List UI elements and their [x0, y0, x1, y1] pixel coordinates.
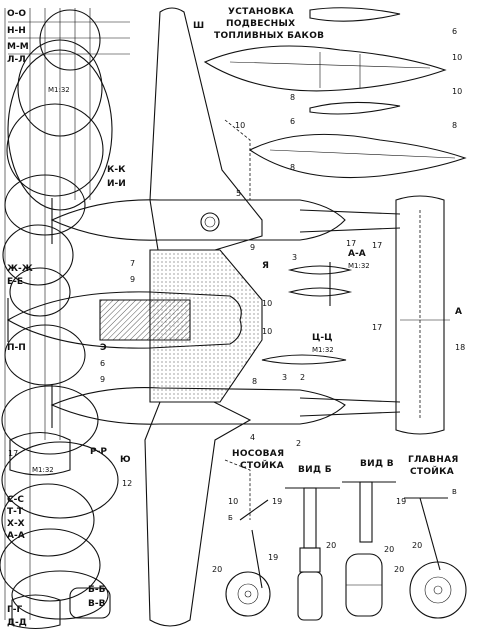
- section-aa-profile: А-А М1:32 Ц-Ц М1:32 17: [261, 239, 370, 365]
- marker-label: Я: [262, 261, 269, 271]
- nose-gear-drawing: НОСОВАЯ СТОЙКА Б 20 19 19: [212, 449, 284, 617]
- scale-label: М1:32: [312, 346, 334, 354]
- callout-number: 20: [384, 545, 394, 554]
- callout-number: 7: [130, 259, 135, 268]
- section-label: С-С: [7, 495, 24, 505]
- callout-number: 6: [100, 359, 105, 368]
- title-line: ПОДВЕСНЫХ: [226, 19, 295, 29]
- callout-number: 10: [262, 327, 272, 336]
- callout-number: 6: [290, 117, 295, 126]
- view-label: ВИД В: [360, 459, 394, 469]
- title-line: ТОПЛИВНЫХ БАКОВ: [214, 31, 324, 41]
- callout-number: 5: [236, 189, 241, 198]
- callout-number: 8: [290, 163, 295, 172]
- section-label: Д-Д: [7, 618, 27, 628]
- section-label: Г-Г: [7, 605, 22, 615]
- cross-section-stack: [0, 8, 130, 630]
- callout-number: 8: [290, 93, 295, 102]
- main-gear-drawing: ГЛАВНАЯ СТОЙКА В 19 20 20: [394, 455, 467, 619]
- title-line: ГЛАВНАЯ: [408, 455, 459, 465]
- marker-label: Ш: [193, 21, 204, 31]
- section-label: А-А: [348, 249, 366, 259]
- callout-number: 10: [452, 87, 462, 96]
- callout-number: 19: [268, 553, 278, 562]
- section-label: Е-Е: [7, 277, 23, 287]
- callout-number: 3: [282, 373, 287, 382]
- callout-number: 12: [122, 479, 132, 488]
- drop-tank-installation: [203, 7, 467, 179]
- callout-number: 18: [455, 343, 465, 352]
- scale-label: М1:32: [32, 466, 54, 474]
- section-label: В-В: [88, 599, 106, 609]
- plan-view: [6, 7, 450, 627]
- callout-number: 2: [296, 439, 301, 448]
- scale-label: М1:32: [348, 262, 370, 270]
- view-label: ВИД Б: [298, 465, 332, 475]
- section-label: Т-Т: [7, 507, 24, 517]
- scale-label: М1:32: [48, 86, 70, 94]
- title-line: УСТАНОВКА: [228, 7, 294, 17]
- view-v-drawing: ВИД В 20: [342, 459, 396, 617]
- callout-number: 19: [272, 497, 282, 506]
- callout-number: 10: [262, 299, 272, 308]
- callout-number: 3: [292, 253, 297, 262]
- callout-number: 9: [130, 275, 135, 284]
- section-label: О-О: [7, 9, 26, 19]
- callout-number: 2: [300, 373, 305, 382]
- section-label: Л-Л: [7, 55, 26, 65]
- callout-number: 6: [452, 27, 457, 36]
- callout-number: 20: [394, 565, 404, 574]
- section-label: К-К: [107, 165, 126, 175]
- callout-number: 17: [372, 241, 382, 250]
- callout-number: 9: [100, 375, 105, 384]
- callout-number: 10: [235, 121, 245, 130]
- callout-number: 8: [252, 377, 257, 386]
- plan-view-markers: Ш Я Э Ю А 10 5 9 7 9 3 10 10 6 9 8 3 2 4…: [100, 21, 465, 506]
- callout-number: 9: [250, 243, 255, 252]
- marker-label: В: [452, 488, 457, 496]
- callout-number: 19: [396, 497, 406, 506]
- marker-label: Б: [228, 514, 233, 522]
- section-label: М-М: [7, 42, 29, 52]
- view-b-drawing: ВИД Б 20: [285, 465, 340, 621]
- callout-number: 20: [412, 541, 422, 550]
- callout-number: 4: [250, 433, 255, 442]
- marker-label: Ю: [120, 455, 131, 465]
- section-label: Б-Б: [88, 585, 106, 595]
- callout-number: 17: [372, 323, 382, 332]
- section-label: Ж-Ж: [7, 264, 33, 274]
- section-label: А-А: [7, 531, 25, 541]
- title-line: СТОЙКА: [240, 459, 284, 471]
- callout-number: 20: [212, 565, 222, 574]
- marker-label: А: [455, 307, 462, 317]
- drop-tank-title: УСТАНОВКА ПОДВЕСНЫХ ТОПЛИВНЫХ БАКОВ 6 10…: [214, 7, 462, 172]
- section-label: Х-Х: [7, 519, 25, 529]
- callout-number: 17: [346, 239, 356, 248]
- section-label: П-П: [7, 343, 26, 353]
- callout-number: 8: [452, 121, 457, 130]
- callout-number: 17: [8, 449, 18, 458]
- callout-number: 20: [326, 541, 336, 550]
- section-label: И-И: [107, 179, 126, 189]
- title-line: СТОЙКА: [410, 465, 454, 477]
- callout-number: 10: [452, 53, 462, 62]
- callout-number: 10: [228, 497, 238, 506]
- section-labels: О-О Н-Н М-М Л-Л М1:32 К-К И-И Ж-Ж Е-Е П-…: [7, 9, 126, 628]
- section-label: Н-Н: [7, 26, 26, 36]
- title-line: НОСОВАЯ: [232, 449, 284, 459]
- section-label: Ц-Ц: [312, 333, 332, 343]
- marker-label: Э: [100, 343, 107, 353]
- section-label: Р-Р: [90, 447, 107, 457]
